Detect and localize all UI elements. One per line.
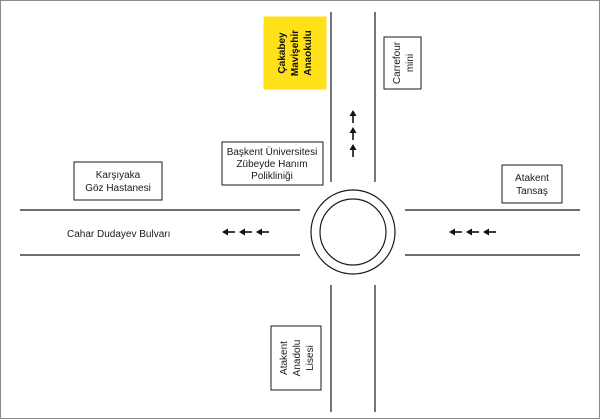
arrow-icon xyxy=(256,228,269,236)
arrow-icon xyxy=(349,110,357,123)
cakabey-line2: Mavişehir xyxy=(290,30,301,76)
arrow-icon xyxy=(349,144,357,157)
karsiyaka-line1: Karşıyaka xyxy=(96,170,141,181)
street-label-cahar-dudayev: Cahar Dudayev Bulvarı xyxy=(67,229,170,240)
cakabey-line3: Anaokulu xyxy=(303,30,314,76)
arrows-north xyxy=(349,110,357,157)
karsiyaka-line2: Göz Hastanesi xyxy=(85,183,151,194)
carrefour-line1: Carrefour xyxy=(392,41,403,84)
arrow-icon xyxy=(449,228,462,236)
baskent-line1: Başkent Üniversitesi xyxy=(227,146,318,158)
baskent-line2: Zübeyde Hanım xyxy=(236,159,307,170)
landmark-cakabey-anaokulu: Çakabey Mavişehir Anaokulu xyxy=(263,16,327,90)
arrow-icon xyxy=(349,127,357,140)
baskent-box xyxy=(221,141,324,186)
landmark-karsiyaka-goz-hastanesi: Karşıyaka Göz Hastanesi xyxy=(73,161,163,201)
carrefour-line2: mini xyxy=(405,54,416,72)
atakent-tansas-line2: Tansaş xyxy=(516,186,548,197)
roundabout-outer xyxy=(310,189,396,275)
arrow-icon xyxy=(466,228,479,236)
cakabey-box xyxy=(263,16,327,90)
arrows-west-right xyxy=(449,228,496,236)
roads xyxy=(20,12,580,412)
arrow-icon xyxy=(239,228,252,236)
arrow-icon xyxy=(483,228,496,236)
atakent-tansas-box xyxy=(501,164,563,204)
landmark-carrefour-mini: Carrefour mini xyxy=(383,36,422,90)
landmark-baskent-poliklinigi: Başkent Üniversitesi Zübeyde Hanım Polik… xyxy=(221,141,324,186)
arrow-icon xyxy=(222,228,235,236)
carrefour-box xyxy=(383,36,422,90)
landmark-atakent-tansas: Atakent Tansaş xyxy=(501,164,563,204)
landmark-atakent-anadolu-lisesi: Atakent Anadolu Lisesi xyxy=(270,325,322,391)
atakent-tansas-line1: Atakent xyxy=(515,173,549,184)
baskent-line3: Polikliniği xyxy=(251,171,293,182)
arrows-west-left xyxy=(222,228,269,236)
atakent-lisesi-line1: Atakent xyxy=(279,341,290,375)
atakent-lisesi-line3: Lisesi xyxy=(305,345,316,371)
roundabout-inner xyxy=(319,198,387,266)
atakent-lisesi-line2: Anadolu xyxy=(292,340,303,377)
cakabey-line1: Çakabey xyxy=(277,32,288,74)
atakent-lisesi-box xyxy=(270,325,322,391)
karsiyaka-box xyxy=(73,161,163,201)
